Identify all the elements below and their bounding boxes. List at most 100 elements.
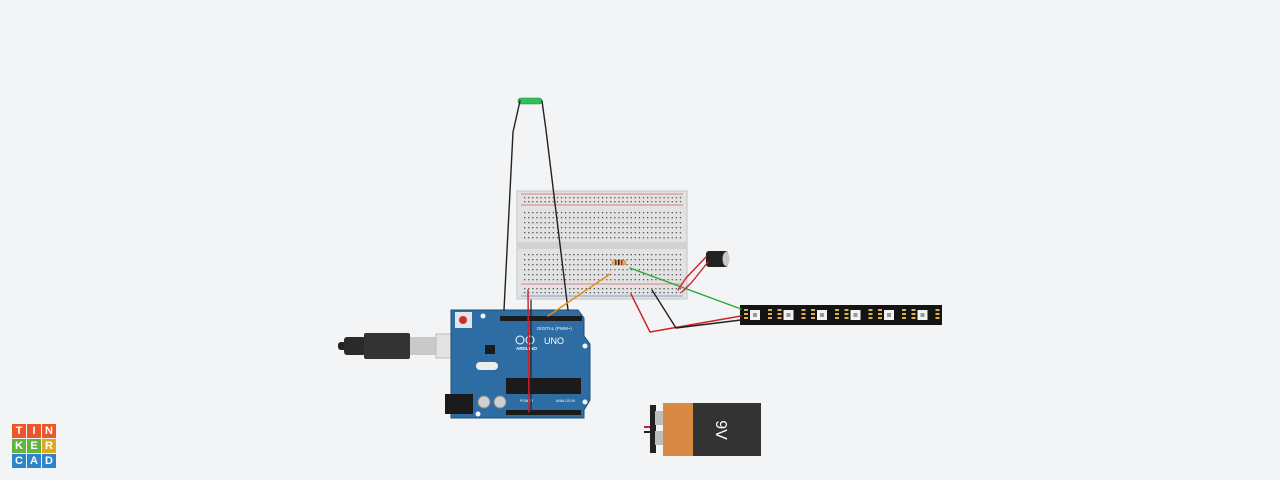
breadboard-hole	[536, 269, 538, 271]
resistor[interactable]	[611, 259, 627, 266]
breadboard-hole	[642, 288, 645, 290]
breadboard-hole	[548, 222, 550, 224]
breadboard-hole	[614, 222, 616, 224]
breadboard-hole	[581, 227, 583, 229]
breadboard-hole	[597, 217, 600, 219]
breadboard-hole	[589, 227, 591, 229]
breadboard-hole	[577, 197, 579, 199]
breadboard-hole	[626, 279, 628, 281]
breadboard-hole	[630, 212, 632, 214]
breadboard-hole	[556, 274, 559, 276]
breadboard-hole	[577, 288, 579, 290]
breadboard-hole	[548, 274, 550, 276]
led-pad	[844, 317, 849, 319]
breadboard-hole	[528, 197, 530, 199]
breadboard-hole	[589, 232, 591, 234]
breadboard-hole	[606, 279, 608, 281]
breadboard-hole	[536, 222, 538, 224]
breadboard-hole	[610, 254, 612, 256]
breadboard-hole	[569, 222, 571, 224]
breadboard-hole	[679, 197, 682, 199]
breadboard-hole	[630, 232, 632, 234]
wire-red-capacitor-1	[677, 256, 707, 291]
led-chip	[887, 313, 891, 317]
breadboard-hole	[585, 197, 587, 199]
led-strip[interactable]	[740, 305, 942, 325]
breadboard-hole	[560, 279, 563, 281]
breadboard-hole	[573, 197, 575, 199]
breadboard-hole	[659, 227, 661, 229]
led-pad	[811, 313, 815, 315]
breadboard-hole	[556, 264, 559, 266]
breadboard-hole	[601, 212, 604, 214]
breadboard-hole	[585, 264, 587, 266]
wire-orange	[547, 273, 611, 317]
led-chip	[820, 313, 824, 317]
breadboard-hole	[573, 269, 575, 271]
breadboard-hole	[642, 292, 645, 294]
breadboard[interactable]	[516, 190, 688, 300]
battery-9v[interactable]: 9V	[644, 403, 761, 456]
breadboard-hole	[618, 274, 620, 276]
breadboard-hole	[524, 254, 526, 256]
breadboard-hole	[622, 232, 624, 234]
breadboard-hole	[655, 269, 657, 271]
breadboard-hole	[524, 237, 526, 239]
breadboard-hole	[651, 259, 653, 261]
breadboard-hole	[597, 201, 600, 203]
breadboard-hole	[524, 232, 526, 234]
breadboard-hole	[569, 227, 571, 229]
breadboard-hole	[532, 292, 534, 294]
breadboard-hole	[569, 274, 571, 276]
breadboard-hole	[544, 237, 546, 239]
breadboard-hole	[679, 217, 682, 219]
led-pad	[811, 317, 815, 319]
arduino-brand-label: ARDUINO	[516, 346, 537, 351]
breadboard-hole	[577, 212, 579, 214]
arduino-uno[interactable]: DIGITAL (PWM~) ARDUINO UNO POWER ANALOG …	[445, 309, 591, 419]
breadboard-hole	[593, 279, 595, 281]
breadboard-hole	[638, 269, 641, 271]
breadboard-hole	[651, 288, 653, 290]
breadboard-hole	[651, 254, 653, 256]
breadboard-hole	[601, 197, 604, 199]
breadboard-hole	[577, 217, 579, 219]
green-sensor[interactable]	[517, 97, 543, 105]
breadboard-hole	[556, 292, 559, 294]
breadboard-hole	[548, 254, 550, 256]
breadboard-hole	[589, 222, 591, 224]
led-pad	[935, 313, 940, 315]
breadboard-hole	[622, 217, 624, 219]
wire-black-left	[503, 100, 521, 311]
breadboard-hole	[638, 201, 641, 203]
breadboard-hole	[577, 274, 579, 276]
breadboard-hole	[647, 279, 649, 281]
breadboard-hole	[536, 237, 538, 239]
breadboard-hole	[626, 197, 628, 199]
breadboard-hole	[589, 201, 591, 203]
breadboard-hole	[524, 222, 526, 224]
breadboard-hole	[597, 227, 600, 229]
breadboard-hole	[524, 259, 526, 261]
breadboard-hole	[638, 217, 641, 219]
breadboard-hole	[618, 227, 620, 229]
breadboard-hole	[622, 279, 624, 281]
breadboard-hole	[638, 197, 641, 199]
breadboard-hole	[667, 217, 669, 219]
breadboard-hole	[667, 269, 669, 271]
breadboard-hole	[528, 259, 530, 261]
breadboard-hole	[614, 274, 616, 276]
breadboard-hole	[544, 259, 546, 261]
breadboard-hole	[556, 259, 559, 261]
breadboard-hole	[655, 264, 657, 266]
breadboard-hole	[663, 227, 665, 229]
wires[interactable]	[503, 100, 742, 413]
breadboard-hole	[528, 227, 530, 229]
breadboard-hole	[589, 259, 591, 261]
breadboard-hole	[581, 197, 583, 199]
breadboard-hole	[585, 288, 587, 290]
breadboard-hole	[647, 201, 649, 203]
capacitor[interactable]	[706, 251, 730, 267]
